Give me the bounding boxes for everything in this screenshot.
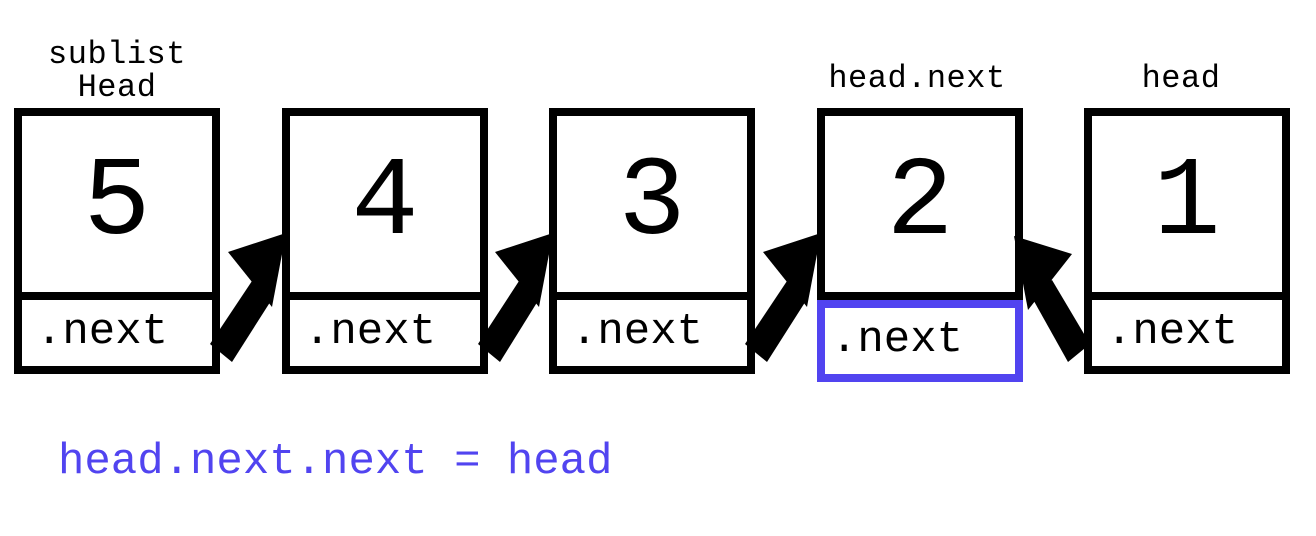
node-5-value-box: 5 <box>14 108 220 300</box>
code-statement: head.next.next = head <box>58 437 613 487</box>
node-4-next-label: .next <box>304 307 437 357</box>
node-4-value-box: 4 <box>282 108 488 300</box>
arrow-node4-to-node3 <box>478 233 553 362</box>
node-4-next-box: .next <box>282 300 488 374</box>
arrow-node5-to-node4 <box>210 233 286 362</box>
node-5-next-box: .next <box>14 300 220 374</box>
node-3-next-label: .next <box>571 307 704 357</box>
node-3-value: 3 <box>618 140 686 267</box>
node-4-value: 4 <box>351 140 419 267</box>
node-label-sublist-head: sublist Head <box>48 36 186 106</box>
arrow-node3-to-node2 <box>745 233 821 362</box>
node-label-head-next: head.next <box>828 60 1006 97</box>
node-2-next-box-highlighted: .next <box>817 300 1023 382</box>
arrow-node1-to-node2 <box>1014 236 1090 362</box>
node-2-next-label: .next <box>831 315 964 365</box>
node-1-next-label: .next <box>1106 307 1239 357</box>
node-3-value-box: 3 <box>549 108 755 300</box>
node-label-head: head <box>1141 60 1221 97</box>
node-2-value: 2 <box>886 140 954 267</box>
node-1-next-box: .next <box>1084 300 1290 374</box>
node-3-next-box: .next <box>549 300 755 374</box>
node-1-value-box: 1 <box>1084 108 1290 300</box>
node-2-value-box: 2 <box>817 108 1023 300</box>
node-5-next-label: .next <box>36 307 169 357</box>
node-1-value: 1 <box>1153 140 1221 267</box>
node-5-value: 5 <box>83 140 151 267</box>
